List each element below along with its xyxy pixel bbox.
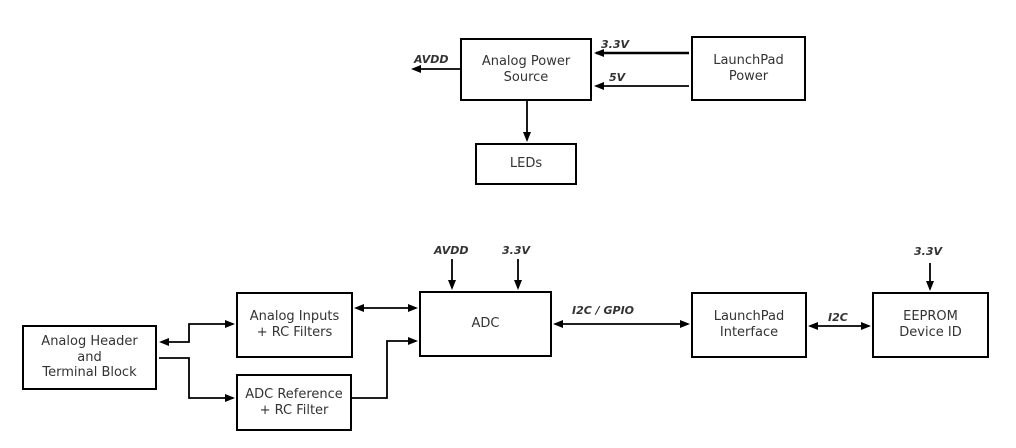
label-3v3-top: 3.3V	[601, 38, 629, 51]
label-i2c: I2C	[828, 311, 848, 324]
label-3v3-eeprom: 3.3V	[914, 245, 942, 258]
label-i2c-gpio: I2C / GPIO	[572, 304, 635, 317]
box-analog-inputs-rc-filters: Analog Inputs + RC Filters	[236, 292, 353, 358]
label-3v3-adc: 3.3V	[502, 244, 530, 257]
arrow-adc-reference-to-adc	[352, 337, 418, 399]
box-leds: LEDs	[475, 143, 577, 185]
box-adc-reference-rc-filter: ADC Reference + RC Filter	[236, 374, 352, 431]
label-avdd-adc: AVDD	[434, 244, 469, 257]
box-launchpad-power: LaunchPad Power	[691, 36, 806, 101]
arrow-header-to-adc-reference	[159, 357, 235, 402]
arrow-header-analog-inputs	[159, 320, 235, 346]
label-5v-top: 5V	[609, 71, 626, 84]
box-adc: ADC	[419, 291, 552, 357]
box-launchpad-interface: LaunchPad Interface	[691, 292, 807, 358]
box-eeprom-device-id: EEPROM Device ID	[872, 292, 989, 358]
label-avdd-out: AVDD	[414, 53, 449, 66]
box-analog-header-terminal-block: Analog Header and Terminal Block	[22, 325, 157, 390]
box-analog-power-source: Analog Power Source	[460, 38, 592, 101]
